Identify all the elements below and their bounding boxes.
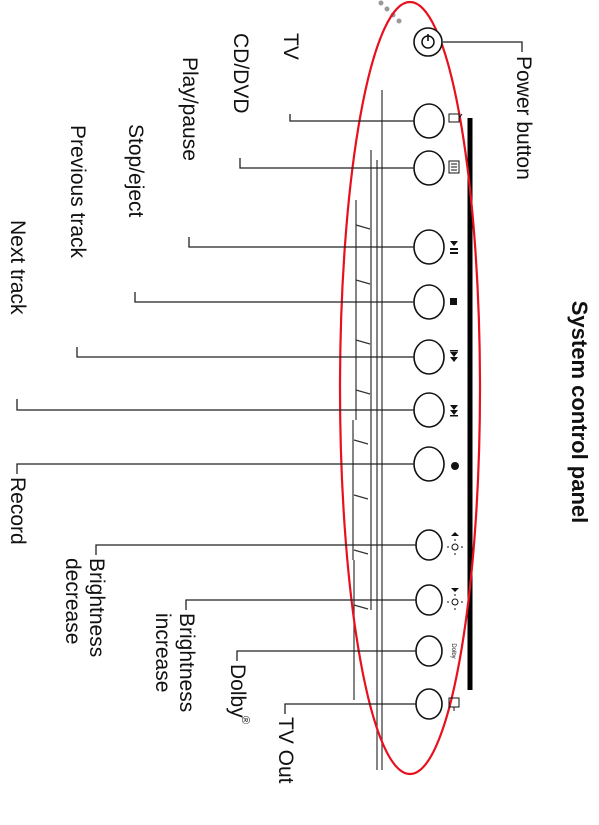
label-play-pause: Play/pause [178, 57, 201, 161]
label-power-button: Power button [512, 56, 535, 180]
button-tv[interactable] [413, 103, 463, 139]
button-power[interactable] [413, 27, 443, 57]
button-stop-eject[interactable] [413, 284, 457, 320]
tv-icon [448, 113, 463, 123]
dolby-icon: Dolby [450, 643, 456, 658]
stop-icon [450, 298, 457, 305]
cd-dvd-icon [448, 160, 460, 174]
label-brightness-increase: Brightness increase [151, 613, 198, 712]
label-stop-eject: Stop/eject [124, 124, 147, 218]
label-tv-out: TV Out [274, 717, 297, 784]
label-previous-track: Previous track [66, 125, 89, 259]
tv-out-icon [448, 697, 460, 711]
play-pause-icon [450, 241, 458, 254]
label-next-track: Next track [6, 220, 29, 315]
label-brightness-decrease-line1: Brightness [85, 558, 108, 657]
label-dolby-text: Dolby [226, 664, 249, 718]
button-brightness-increase[interactable] [415, 584, 463, 616]
label-dolby: Dolby ® [226, 664, 251, 724]
button-dolby[interactable]: Dolby [415, 635, 456, 667]
label-brightness-increase-line1: Brightness [175, 613, 198, 712]
label-record: Record [6, 477, 29, 545]
label-tv: TV [279, 33, 302, 60]
button-brightness-decrease[interactable] [415, 529, 463, 561]
label-brightness-decrease: Brightness decrease [61, 558, 108, 657]
previous-track-icon [450, 350, 458, 362]
brightness-increase-icon [447, 588, 463, 610]
record-icon [451, 462, 459, 470]
button-next-track[interactable] [413, 392, 458, 428]
button-play-pause[interactable] [413, 229, 458, 265]
button-record[interactable] [413, 446, 459, 482]
leader-lines [16, 41, 523, 714]
panel-housing-lines [352, 90, 383, 770]
brightness-decrease-icon [447, 532, 463, 555]
power-icon [421, 34, 435, 49]
label-brightness-increase-line2: increase [151, 613, 174, 692]
highlight-ellipse [338, 0, 482, 776]
button-tv-out[interactable] [415, 688, 460, 720]
button-previous-track[interactable] [413, 339, 458, 375]
button-cd-dvd[interactable] [413, 150, 460, 186]
next-track-icon [450, 405, 458, 417]
label-cd-dvd: CD/DVD [229, 33, 252, 114]
label-brightness-decrease-line2: decrease [61, 558, 84, 644]
label-dolby-registered-mark: ® [239, 716, 251, 724]
diagram-title: System control panel [567, 301, 592, 524]
